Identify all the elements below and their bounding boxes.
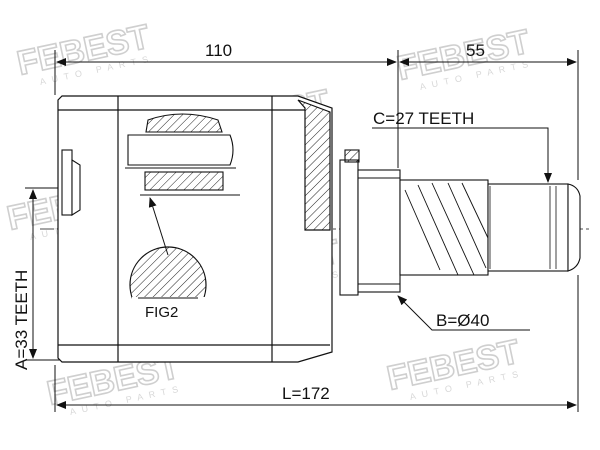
- dim-55-label: 55: [466, 41, 485, 60]
- spline-c-label: C=27 TEETH: [373, 109, 474, 128]
- length-label: L=172: [282, 384, 330, 403]
- inner-race: [125, 113, 240, 196]
- flange: [339, 149, 401, 296]
- housing: [57, 95, 333, 363]
- dimension-lines: [29, 58, 577, 409]
- diameter-b-label: B=Ø40: [436, 311, 489, 330]
- leader-b: [397, 295, 530, 331]
- detail-fig2: FIG2: [129, 197, 207, 324]
- spline-a-label: A=33 TEETH: [12, 270, 31, 370]
- dim-110-label: 110: [205, 41, 232, 60]
- fig2-label: FIG2: [145, 304, 178, 321]
- left-stub: [61, 149, 81, 216]
- shaft: [399, 179, 581, 276]
- leader-c: [372, 127, 552, 183]
